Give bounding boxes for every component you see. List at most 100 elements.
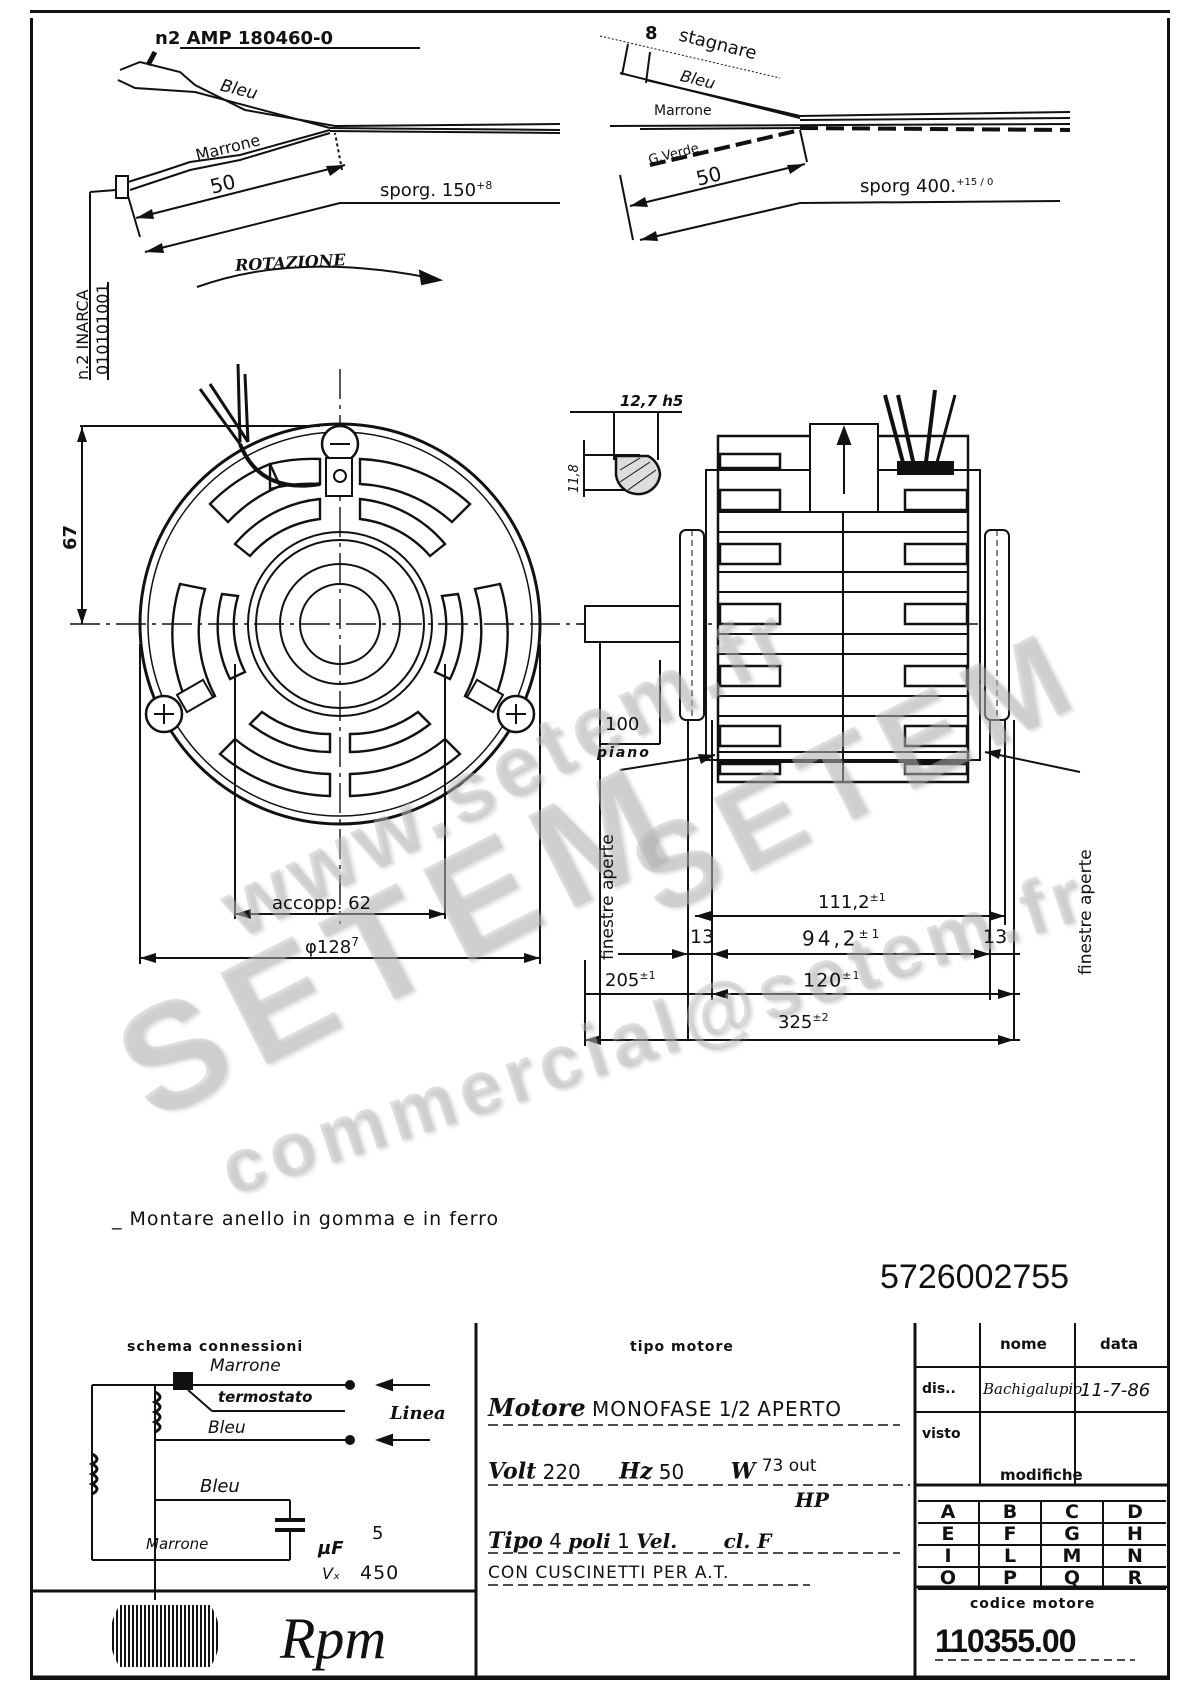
right-strip-length: 50 xyxy=(693,161,724,191)
motor-phase: MONOFASE xyxy=(591,1397,713,1421)
mod-letter: M xyxy=(1042,1546,1104,1568)
watt-label: W xyxy=(730,1458,756,1485)
dim-111: 111,2±1 xyxy=(818,892,886,912)
left-protrusion-value: sporg. 150 xyxy=(380,180,477,201)
mod-letter: R xyxy=(1104,1568,1166,1590)
dim-205-value: 205 xyxy=(605,970,640,991)
dim-205: 205±1 xyxy=(605,970,656,990)
volt-value: 220 xyxy=(542,1459,581,1484)
diameter-value: φ128 xyxy=(305,937,352,958)
front-view xyxy=(70,363,590,964)
dim-94-tol: ±1 xyxy=(858,927,883,941)
dim-13-left: 13 xyxy=(690,926,715,948)
speed-label: Vel. xyxy=(636,1529,678,1553)
mod-letter: H xyxy=(1104,1524,1166,1546)
mod-letter: L xyxy=(980,1546,1042,1568)
schema-termostato: termostato xyxy=(218,1388,313,1406)
open-windows-right-label: finestre aperte xyxy=(1076,849,1096,975)
hp-label: HP xyxy=(795,1488,829,1512)
rpm-logo-coils-icon xyxy=(80,1605,250,1667)
capacitor-voltage: 450 xyxy=(360,1562,400,1584)
drawn-by-signature: Bachigalupio xyxy=(983,1380,1083,1398)
left-connector-type: n2 AMP 180460-0 xyxy=(155,28,334,49)
height-dim-67: 67 xyxy=(60,524,81,550)
modifications-header: modifiche xyxy=(1000,1466,1083,1484)
motor-frac: 1/2 xyxy=(718,1397,751,1421)
open-windows-left-label: finestre aperte xyxy=(598,834,618,960)
capacitor-unit: µF xyxy=(318,1538,344,1559)
capacitor-value: 5 xyxy=(372,1523,384,1544)
poles-value: 4 xyxy=(549,1529,562,1553)
dim-111-tol: ±1 xyxy=(869,891,886,904)
right-protrusion-tol: +15 / 0 xyxy=(956,177,994,188)
left-protrusion: sporg. 150+8 xyxy=(380,180,492,200)
dim-325: 325±2 xyxy=(778,1012,829,1032)
drawn-date: 11-7-86 xyxy=(1080,1380,1151,1401)
right-wire-marrone-label: Marrone xyxy=(654,103,712,119)
motor-type-header: tipo motore xyxy=(630,1339,734,1355)
motor-code: 110355.00 xyxy=(935,1623,1076,1659)
diameter-dim: φ1287 xyxy=(305,936,359,957)
mod-letter: Q xyxy=(1042,1568,1104,1590)
row-drawn-label: dis.. xyxy=(922,1381,956,1397)
mod-letter: I xyxy=(918,1546,980,1568)
dim-205-tol: ±1 xyxy=(639,969,656,982)
schema-bleu-bottom: Bleu xyxy=(200,1476,240,1497)
mod-letter: F xyxy=(980,1524,1042,1546)
dim-13-right: 13 xyxy=(983,926,1008,948)
side-view xyxy=(580,389,1081,1046)
schema-marrone-bottom: Marrone xyxy=(146,1535,209,1553)
poles-label: poli xyxy=(568,1529,611,1553)
dim-111-value: 111,2 xyxy=(818,892,870,913)
part-number: 5726002755 xyxy=(880,1258,1070,1296)
mod-letter: P xyxy=(980,1568,1042,1590)
speed-value: 1 xyxy=(617,1529,630,1553)
dim-120: 120±1 xyxy=(803,970,860,990)
assembly-note: _ Montare anello in gomma e in ferro xyxy=(112,1208,500,1230)
schema-linea: Linea xyxy=(390,1403,446,1424)
col-name-header: nome xyxy=(1000,1335,1047,1353)
mod-letter: C xyxy=(1042,1502,1104,1524)
left-strip-length: 50 xyxy=(207,169,238,199)
footer-brand: Rpm xyxy=(280,1606,387,1671)
right-strip-dim: 8 xyxy=(645,23,658,44)
volt-label: Volt xyxy=(488,1458,537,1485)
schema-marrone-top: Marrone xyxy=(210,1356,281,1376)
row-checked-label: visto xyxy=(922,1426,961,1442)
motor-line-1: Motore MONOFASE 1/2 APERTO xyxy=(488,1396,842,1420)
dim-120-tol: ±1 xyxy=(842,969,861,982)
insulation-class: cl. F xyxy=(723,1529,772,1553)
frame-top-border xyxy=(30,10,1170,13)
shaft-flat-label: piano xyxy=(597,745,651,761)
right-wire-harness xyxy=(599,35,1071,241)
shaft-flat-dim: 11,8 xyxy=(567,464,582,493)
mod-letter: A xyxy=(918,1502,980,1524)
hz-value: 50 xyxy=(658,1459,685,1484)
mod-letter: B xyxy=(980,1502,1042,1524)
schema-title: schema connessioni xyxy=(127,1339,304,1355)
hz-label: Hz xyxy=(619,1458,653,1485)
mount-dim-62: accopp. 62 xyxy=(272,893,372,914)
mod-letter: N xyxy=(1104,1546,1166,1568)
motor-line-3: Tipo 4 poli 1 Vel. cl. F xyxy=(488,1530,771,1552)
dim-120-value: 120 xyxy=(803,969,843,992)
shaft-length-dim: 100 xyxy=(605,714,640,735)
diameter-tol: 7 xyxy=(351,935,359,949)
mod-letter: D xyxy=(1104,1502,1166,1524)
motor-type: APERTO xyxy=(757,1397,843,1421)
dim-325-tol: ±2 xyxy=(812,1011,829,1024)
left-wire-harness xyxy=(89,47,561,380)
title-block-grid xyxy=(33,1323,1167,1679)
mod-letter: G xyxy=(1042,1524,1104,1546)
mod-letter: E xyxy=(918,1524,980,1546)
motor-label: Motore xyxy=(488,1393,586,1422)
connection-schematic xyxy=(88,1372,430,1600)
left-protrusion-tol: +8 xyxy=(476,179,493,192)
mod-letter: O xyxy=(918,1568,980,1590)
dim-94-value: 94,2 xyxy=(802,926,859,951)
capacitor-voltage-label: Vₓ xyxy=(322,1564,341,1583)
schema-bleu-top: Bleu xyxy=(208,1418,246,1438)
right-protrusion: sporg 400.+15 / 0 xyxy=(860,178,993,196)
